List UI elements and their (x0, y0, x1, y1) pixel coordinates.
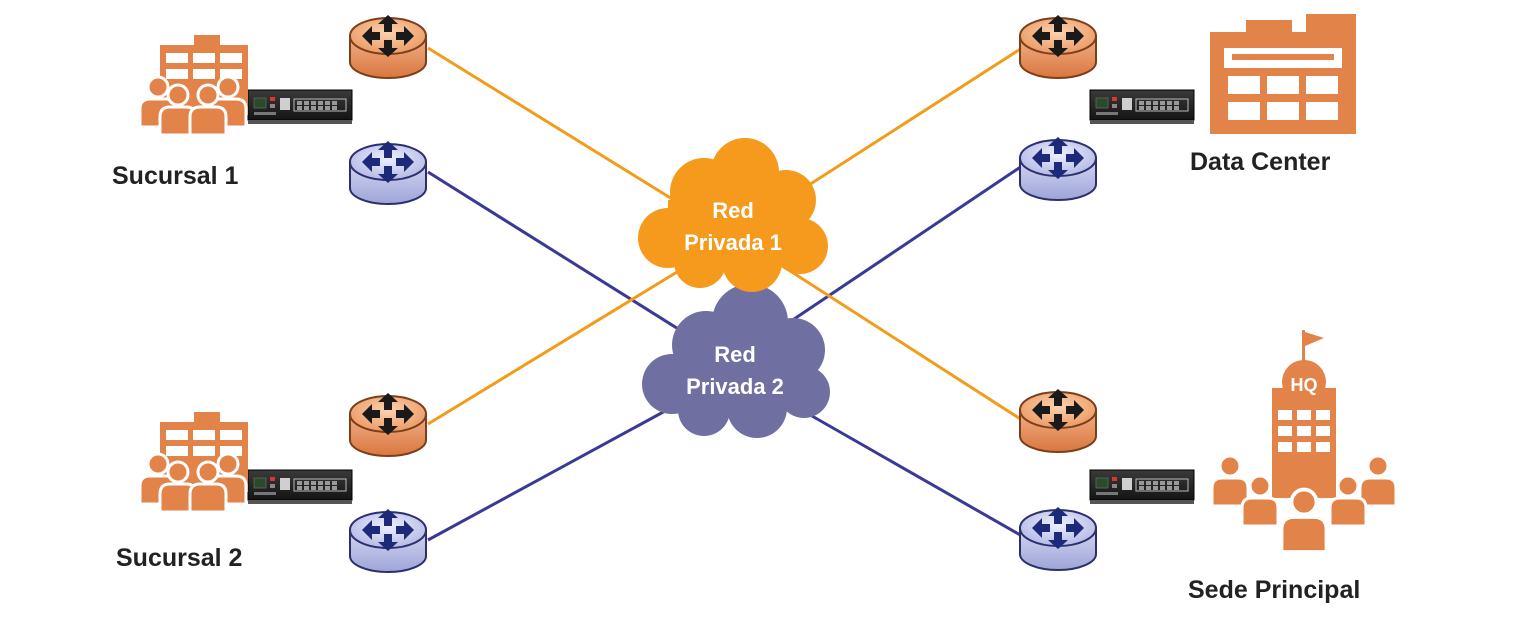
sd-wan-appliance-icon (247, 469, 353, 505)
sd-wan-appliance-icon (1089, 89, 1195, 125)
router-icon (1019, 506, 1097, 571)
hq-badge: HQ (1291, 375, 1318, 395)
router-icon (1019, 136, 1097, 201)
cloud-private-1-line2: Privada 1 (684, 230, 782, 255)
data-center-icon (1210, 14, 1356, 134)
link-hq-private1 (769, 256, 1023, 422)
sd-wan-appliance-icon (247, 89, 353, 125)
cloud-private-2-line1: Red (714, 342, 756, 367)
links (427, 46, 1023, 542)
cloud-private-2: Red Privada 2 (642, 284, 830, 438)
link-datacenter-private1 (769, 46, 1023, 212)
cloud-icon (638, 138, 828, 292)
headquarters-icon: HQ (1210, 330, 1398, 554)
router-icon (349, 140, 427, 205)
cloud-private-1: Red Privada 1 (638, 138, 828, 292)
site-label-branch1: Sucursal 1 (112, 162, 239, 190)
site-label-hq: Sede Principal (1188, 576, 1360, 604)
cloud-private-1-line1: Red (712, 198, 754, 223)
branch-office-icon (138, 412, 248, 514)
link-branch2-private1 (427, 256, 701, 426)
router-icon (349, 392, 427, 457)
link-branch1-private2 (427, 170, 716, 354)
router-icon (349, 508, 427, 573)
site-label-branch2: Sucursal 2 (116, 544, 242, 572)
branch-office-icon (138, 35, 248, 137)
link-branch1-private1 (427, 46, 691, 212)
cloud-private-2-line2: Privada 2 (686, 374, 784, 399)
router-icon (349, 14, 427, 79)
sd-wan-appliance-icon (1089, 469, 1195, 505)
router-icon (1019, 388, 1097, 453)
link-branch2-private2 (427, 390, 701, 542)
site-label-datacenter: Data Center (1190, 148, 1331, 176)
router-icon (1019, 14, 1097, 79)
cloud-icon (642, 284, 830, 438)
